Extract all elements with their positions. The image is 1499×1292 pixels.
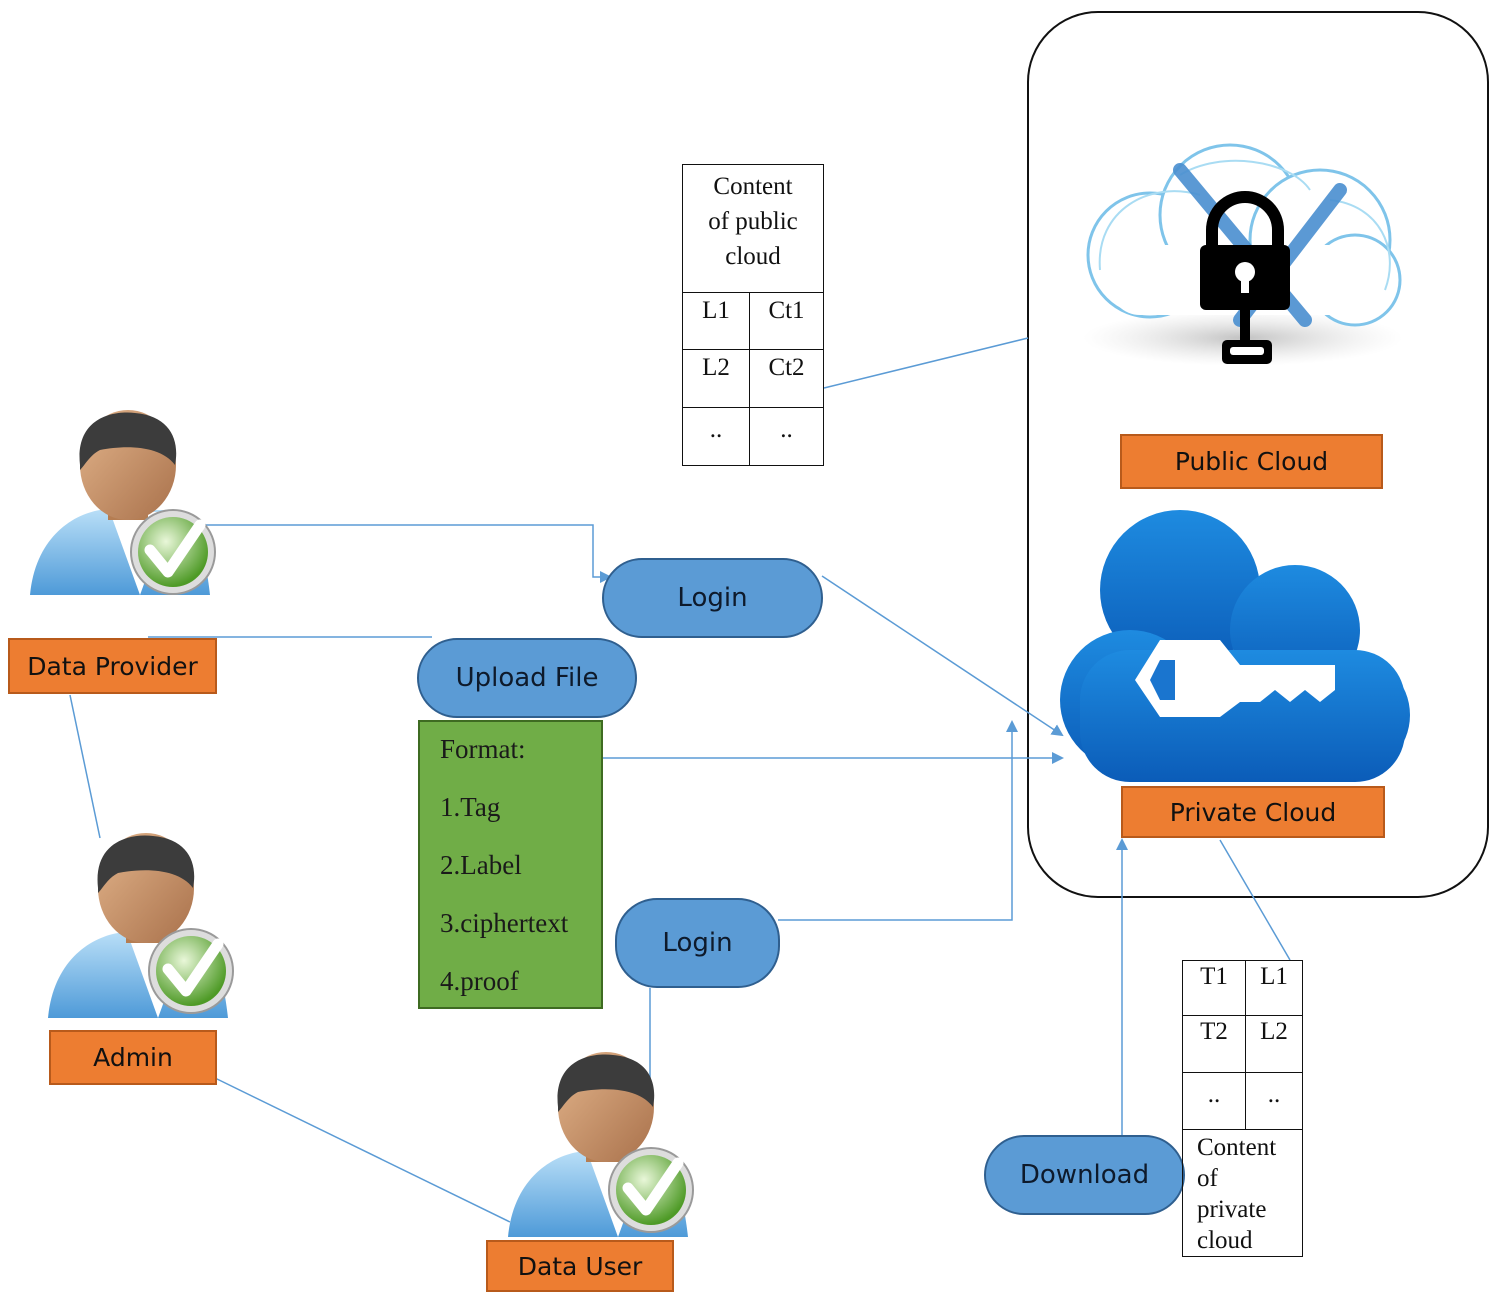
table-cell: L2 (682, 349, 750, 408)
format-item: 2.Label (440, 850, 522, 880)
format-item: 1.Tag (440, 792, 501, 822)
provider-label: Data Provider (8, 638, 217, 694)
table-cell: L1 (1245, 960, 1303, 1016)
user-label: Data User (486, 1240, 674, 1292)
format-item: 4.proof (440, 966, 519, 996)
download-node: Download (984, 1135, 1185, 1215)
cloud-container (1027, 11, 1489, 898)
connector-private-table (1219, 839, 1291, 961)
connector-login-user-cloud (778, 720, 1018, 921)
table-cell: .. (749, 407, 824, 466)
connector-provider-admin (69, 694, 101, 839)
table-cell: Ct2 (749, 349, 824, 408)
admin-label: Admin (49, 1030, 217, 1085)
login-user-node: Login (615, 898, 780, 988)
provider-avatar-icon (30, 410, 216, 595)
table-cell: .. (1182, 1072, 1246, 1130)
connector-provider-login (205, 524, 612, 583)
public-cloud-label: Public Cloud (1120, 434, 1383, 489)
table-cell: Ct1 (749, 292, 824, 350)
format-item: 3.ciphertext (440, 908, 569, 938)
connector-login-private (821, 575, 1064, 737)
table-cell: L1 (682, 292, 750, 350)
table-cell: T2 (1182, 1015, 1246, 1073)
public-table-title: Content of public cloud (682, 164, 824, 293)
format-title: Format: (440, 734, 526, 764)
connector-admin-user (214, 1077, 511, 1223)
format-box: Format: 1.Tag 2.Label 3.ciphertext 4.pro… (418, 720, 603, 1009)
table-cell: T1 (1182, 960, 1246, 1016)
public-cloud-table: Content of public cloud L1 Ct1 L2 Ct2 ..… (682, 164, 824, 466)
connector-public-table (823, 337, 1029, 389)
upload-file-node: Upload File (417, 638, 637, 718)
table-cell: .. (682, 407, 750, 466)
private-table-caption: Content of private cloud (1182, 1129, 1303, 1257)
private-cloud-table: T1 L1 T2 L2 .. .. Content of private clo… (1182, 960, 1303, 1257)
admin-avatar-icon (48, 833, 234, 1018)
table-cell: .. (1245, 1072, 1303, 1130)
table-cell: L2 (1245, 1015, 1303, 1073)
private-cloud-label: Private Cloud (1121, 786, 1385, 838)
login-provider-node: Login (602, 558, 823, 638)
user-avatar-icon (508, 1052, 694, 1237)
